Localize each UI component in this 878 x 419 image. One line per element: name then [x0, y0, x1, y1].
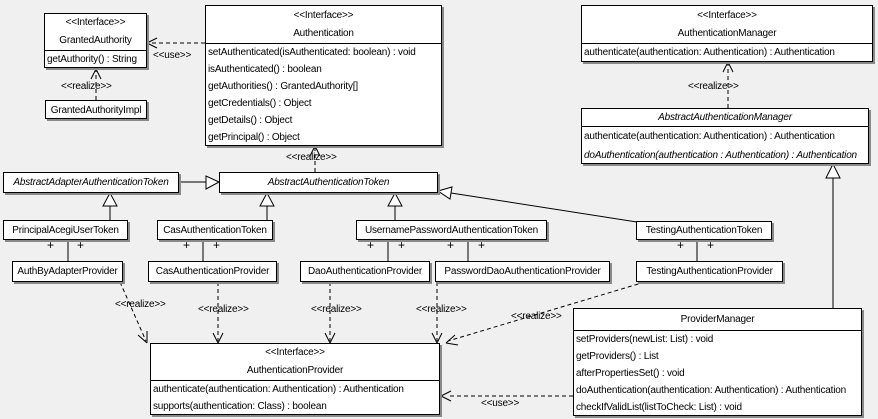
class-name: GrantedAuthorityImpl	[50, 105, 142, 116]
class-name: Authentication	[293, 28, 354, 39]
class-name: TestingAuthenticationToken	[645, 225, 763, 236]
method-label: doAuthentication(authentication: Authent…	[576, 385, 846, 396]
class-provider-manager[interactable]: ProviderManager setProviders(newList: Li…	[573, 308, 862, 416]
class-name: UsernamePasswordAuthenticationToken	[364, 225, 539, 236]
class-name: CasAuthenticationProvider	[155, 266, 270, 277]
generalization-testing-token	[450, 192, 638, 223]
stereotype-label: <<Interface>>	[697, 10, 757, 21]
class-auth-by-adapter-provider[interactable]: AuthByAdapterProvider	[12, 261, 123, 282]
use-label: <<use>>	[481, 398, 520, 409]
method-label: checkIfValidList(listToCheck: List) : vo…	[576, 402, 742, 413]
method-label: getCredentials() : Object	[208, 98, 312, 109]
method-compartment: getAuthority() : String	[45, 50, 146, 67]
class-dao-authentication-provider[interactable]: DaoAuthenticationProvider	[300, 261, 430, 282]
class-password-dao-authentication-provider[interactable]: PasswordDaoAuthenticationProvider	[435, 261, 610, 282]
class-granted-authority[interactable]: <<Interface>> GrantedAuthority getAuthor…	[44, 13, 147, 68]
method-compartment: authenticate(authentication: Authenticat…	[582, 43, 872, 61]
method-label: isAuthenticated() : boolean	[208, 64, 322, 75]
association-end-mark: +	[707, 238, 715, 252]
association-end-mark: +	[213, 238, 221, 252]
class-header: <<Interface>> AuthenticationProvider	[151, 344, 439, 380]
class-username-password-authentication-token[interactable]: UsernamePasswordAuthenticationToken	[356, 220, 547, 240]
association-end-mark: +	[47, 238, 55, 252]
class-name: AuthenticationProvider	[246, 365, 344, 376]
association-end-mark: +	[677, 238, 685, 252]
association-end-mark: +	[183, 238, 191, 252]
class-granted-authority-impl[interactable]: GrantedAuthorityImpl	[45, 100, 147, 119]
class-name: AbstractAuthenticationManager	[658, 112, 792, 123]
realize-label: <<realize>>	[61, 81, 112, 92]
class-abstract-adapter-authentication-token[interactable]: AbstractAdapterAuthenticationToken	[3, 172, 179, 193]
class-testing-authentication-provider[interactable]: TestingAuthenticationProvider	[636, 261, 783, 282]
class-testing-authentication-token[interactable]: TestingAuthenticationToken	[636, 221, 772, 240]
method-label: supports(authentication: Class) : boolea…	[153, 401, 327, 412]
class-name: GrantedAuthority	[59, 35, 132, 46]
association-end-mark: +	[77, 238, 85, 252]
class-name: AbstractAuthenticationToken	[267, 177, 390, 188]
stereotype-label: <<Interface>>	[265, 347, 325, 358]
class-authentication[interactable]: <<Interface>> Authentication setAuthenti…	[205, 5, 442, 146]
association-end-mark: +	[478, 238, 486, 252]
method-compartment: setAuthenticated(isAuthenticated: boolea…	[206, 43, 441, 145]
method-label: authenticate(authentication: Authenticat…	[584, 131, 835, 142]
method-label: getDetails() : Object	[208, 115, 293, 126]
method-label: authenticate(authentication: Authenticat…	[153, 384, 404, 395]
class-abstract-authentication-token[interactable]: AbstractAuthenticationToken	[219, 172, 438, 193]
class-principal-acegi-user-token[interactable]: PrincipalAcegiUserToken	[3, 220, 128, 240]
method-label: setProviders(newList: List) : void	[576, 334, 714, 345]
class-name: PrincipalAcegiUserToken	[12, 225, 119, 236]
class-header: <<Interface>> Authentication	[206, 6, 441, 43]
method-label: getAuthorities() : GrantedAuthority[]	[208, 81, 358, 92]
realize-arrow-testingprovider	[447, 281, 646, 342]
realize-label: <<realize>>	[198, 304, 249, 315]
class-authentication-manager[interactable]: <<Interface>> AuthenticationManager auth…	[581, 5, 873, 62]
class-name: ProviderManager	[680, 314, 755, 325]
method-label: authenticate(authentication: Authenticat…	[584, 47, 835, 58]
method-compartment: authenticate(authentication: Authenticat…	[582, 126, 868, 163]
method-label: getPrincipal() : Object	[208, 132, 300, 143]
class-cas-authentication-provider[interactable]: CasAuthenticationProvider	[148, 261, 277, 282]
class-name: TestingAuthenticationProvider	[646, 266, 773, 277]
realize-label: <<realize>>	[511, 311, 562, 322]
class-name: DaoAuthenticationProvider	[308, 266, 422, 277]
class-cas-authentication-token[interactable]: CasAuthenticationToken	[157, 220, 273, 240]
class-name: PasswordDaoAuthenticationProvider	[444, 266, 601, 277]
association-end-mark: +	[398, 238, 406, 252]
association-end-mark: +	[367, 238, 375, 252]
realize-label: <<realize>>	[311, 304, 362, 315]
method-label: getAuthority() : String	[47, 54, 137, 65]
realize-label: <<realize>>	[688, 81, 739, 92]
stereotype-label: <<Interface>>	[65, 17, 126, 28]
class-name: AbstractAdapterAuthenticationToken	[13, 177, 169, 188]
class-header: <<Interface>> AuthenticationManager	[582, 6, 872, 43]
class-abstract-authentication-manager[interactable]: AbstractAuthenticationManager authentica…	[581, 108, 869, 164]
class-name: AuthByAdapterProvider	[17, 266, 118, 277]
class-name: CasAuthenticationToken	[163, 225, 267, 236]
realize-label: <<realize>>	[115, 299, 166, 310]
class-name: AuthenticationManager	[677, 28, 777, 39]
method-compartment: authenticate(authentication: Authenticat…	[151, 380, 439, 414]
realize-arrow-authbyadapterprovider	[119, 281, 147, 342]
method-label: afterPropertiesSet() : void	[576, 368, 685, 379]
method-label: getProviders() : List	[576, 351, 659, 362]
association-end-mark: +	[447, 238, 455, 252]
realize-label: <<realize>>	[286, 152, 337, 163]
realize-label: <<realize>>	[416, 304, 467, 315]
class-authentication-provider[interactable]: <<Interface>> AuthenticationProvider aut…	[150, 343, 440, 415]
method-compartment: setProviders(newList: List) : void getPr…	[574, 330, 861, 415]
class-header: <<Interface>> GrantedAuthority	[45, 14, 146, 50]
method-label: setAuthenticated(isAuthenticated: boolea…	[208, 47, 416, 58]
stereotype-label: <<Interface>>	[293, 10, 354, 21]
method-label: doAuthentication(authentication : Authen…	[584, 150, 857, 161]
use-label: <<use>>	[153, 50, 192, 61]
